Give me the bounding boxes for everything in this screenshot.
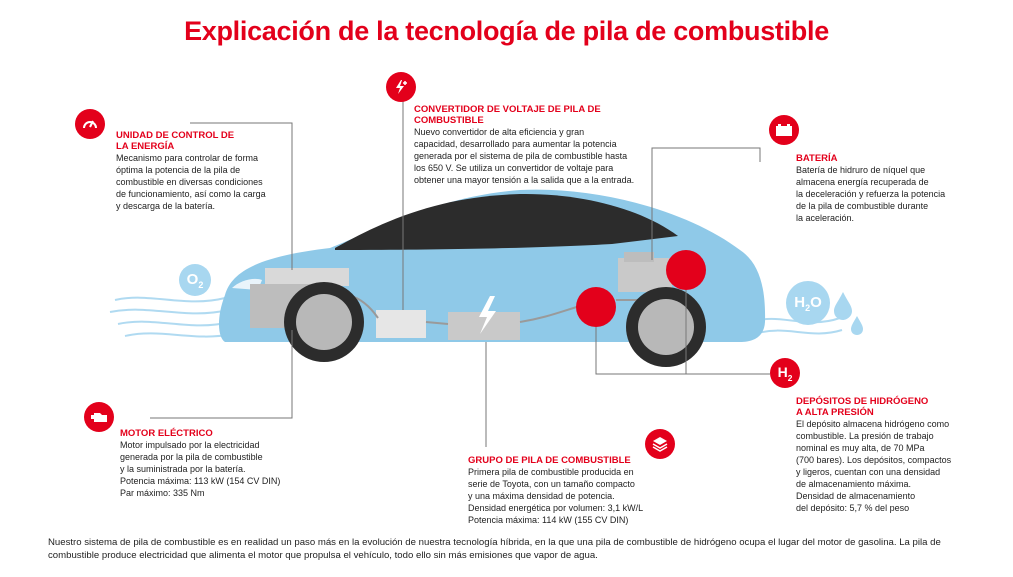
battery-text-line: almacena energía recuperada de (796, 177, 929, 187)
converter-text-line: obtener una mayor tensión a la salida qu… (414, 175, 635, 185)
hydrogen-tanks-heading-line: A ALTA PRESIÓN (796, 407, 874, 418)
layers-icon (645, 429, 675, 459)
fuel-cell-stack-text-line: serie de Toyota, con un tamaño compacto (468, 479, 635, 489)
rear-wheel-rim (638, 299, 694, 355)
hydrogen-tanks-text-line: Densidad de almacenamiento (796, 491, 916, 501)
battery-text-line: de la pila de combustible durante (796, 201, 929, 211)
control-unit-text-line: y descarga de la batería. (116, 201, 216, 211)
hydrogen-tanks-heading: DEPÓSITOS DE HIDRÓGENO A ALTA PRESIÓN (796, 396, 996, 418)
page-title: Explicación de la tecnología de pila de … (184, 16, 829, 46)
fuel-cell-stack-block: GRUPO DE PILA DE COMBUSTIBLE Primera pil… (468, 455, 688, 526)
front-wheel-rim (296, 294, 352, 350)
motor-text-line: Motor impulsado por la electricidad (120, 440, 260, 450)
fuel-cell-bolt-icon (479, 296, 496, 334)
hydrogen-tanks-heading-line: DEPÓSITOS DE HIDRÓGENO (796, 396, 929, 407)
battery-text-line: Batería de hidruro de níquel que (796, 165, 926, 175)
hydrogen-tanks-text-line: combustible. La presión de trabajo (796, 431, 934, 441)
motor-text-line: generada por la pila de combustible (120, 452, 263, 462)
engine-icon (84, 402, 114, 432)
battery-block: BATERÍA Batería de hidruro de níquel que… (796, 153, 996, 224)
hydrogen-tank-front (576, 287, 616, 327)
h2-icon: H2 (770, 358, 800, 388)
water-label: H2O (794, 293, 822, 313)
fuel-cell-stack-text-line: Primera pila de combustible producida en (468, 467, 634, 477)
battery-box-top (624, 252, 654, 262)
motor-text-line: y la suministrada por la batería. (120, 464, 246, 474)
converter-text-line: Nuevo convertidor de alta eficiencia y g… (414, 127, 585, 137)
control-unit-heading-line: LA ENERGÍA (116, 141, 175, 152)
hydrogen-tanks-text-line: nominal es muy alta, de 70 MPa (796, 443, 925, 453)
converter-heading-line: COMBUSTIBLE (414, 115, 484, 126)
water-bubble: H2O (786, 281, 830, 325)
fuel-cell-stack-text-line: y una máxima densidad de potencia. (468, 491, 615, 501)
control-unit-text-line: óptima la potencia de la pila de (116, 165, 241, 175)
control-unit-box (265, 268, 349, 286)
air-flow-lines (109, 296, 233, 338)
converter-text-line: los 650 V. Se utiliza un convertidor de … (414, 163, 614, 173)
hydrogen-tanks-text-line: de almacenamiento máxima. (796, 479, 912, 489)
converter-block: CONVERTIDOR DE VOLTAJE DE PILA DE COMBUS… (414, 104, 674, 186)
battery-box (618, 258, 672, 292)
hydrogen-tanks-block: DEPÓSITOS DE HIDRÓGENO A ALTA PRESIÓN El… (796, 396, 996, 514)
footer-description: Nuestro sistema de pila de combustible e… (48, 537, 941, 561)
oxygen-label: O2 (186, 270, 204, 290)
fuel-cell-stack-heading: GRUPO DE PILA DE COMBUSTIBLE (468, 455, 688, 466)
hydrogen-tank-rear (666, 250, 706, 290)
control-unit-heading: UNIDAD DE CONTROL DE LA ENERGÍA (116, 130, 316, 152)
control-unit-block: UNIDAD DE CONTROL DE LA ENERGÍA Mecanism… (116, 130, 316, 212)
hydrogen-tanks-text-line: El depósito almacena hidrógeno como (796, 419, 950, 429)
control-unit-text-line: combustible en diversas condiciones (116, 177, 263, 187)
motor-heading-line: MOTOR ELÉCTRICO (120, 428, 213, 439)
fuel-cell-stack-text-line: Potencia máxima: 114 kW (155 CV DIN) (468, 515, 629, 525)
gauge-icon (75, 109, 105, 139)
car-windows (335, 193, 678, 250)
motor-text-line: Par máximo: 335 Nm (120, 488, 205, 498)
control-unit-text-line: de funcionamiento, así como la carga (116, 189, 266, 199)
fuel-cell-stack-heading-line: GRUPO DE PILA DE COMBUSTIBLE (468, 455, 631, 466)
h2-icon-label: H2 (777, 363, 793, 383)
converter-text-line: capacidad, desarrollado para aumentar la… (414, 139, 617, 149)
battery-heading-line: BATERÍA (796, 153, 838, 164)
converter-box (376, 310, 426, 338)
leader-lines (150, 100, 770, 447)
lightning-plus-icon (386, 72, 416, 102)
battery-heading: BATERÍA (796, 153, 996, 164)
water-droplet-1 (834, 292, 852, 320)
converter-text-line: generada por el sistema de pila de combu… (414, 151, 628, 161)
fuel-cell-stack-text-line: Densidad energética por volumen: 3,1 kW/… (468, 503, 644, 513)
control-unit-text-line: Mecanismo para controlar de forma (116, 153, 259, 163)
battery-text-line: la aceleración. (796, 213, 855, 223)
converter-heading: CONVERTIDOR DE VOLTAJE DE PILA DE COMBUS… (414, 104, 674, 126)
water-droplet-2 (851, 316, 863, 335)
hydrogen-tanks-text-line: y ligeros, cuentan con una densidad (796, 467, 941, 477)
motor-text-line: Potencia máxima: 113 kW (154 CV DIN) (120, 476, 281, 486)
motor-heading: MOTOR ELÉCTRICO (120, 428, 320, 439)
motor-block: MOTOR ELÉCTRICO Motor impulsado por la e… (120, 428, 320, 499)
battery-icon (769, 115, 799, 145)
control-unit-heading-line: UNIDAD DE CONTROL DE (116, 130, 235, 141)
oxygen-bubble: O2 (179, 264, 211, 296)
battery-text-line: la deceleración y refuerza la potencia (796, 189, 946, 199)
hydrogen-tanks-text-line: (700 bares). Los depósitos, compactos (796, 455, 952, 465)
hydrogen-tanks-text-line: del depósito: 5,7 % del peso (796, 503, 910, 513)
converter-heading-line: CONVERTIDOR DE VOLTAJE DE PILA DE (414, 104, 601, 115)
